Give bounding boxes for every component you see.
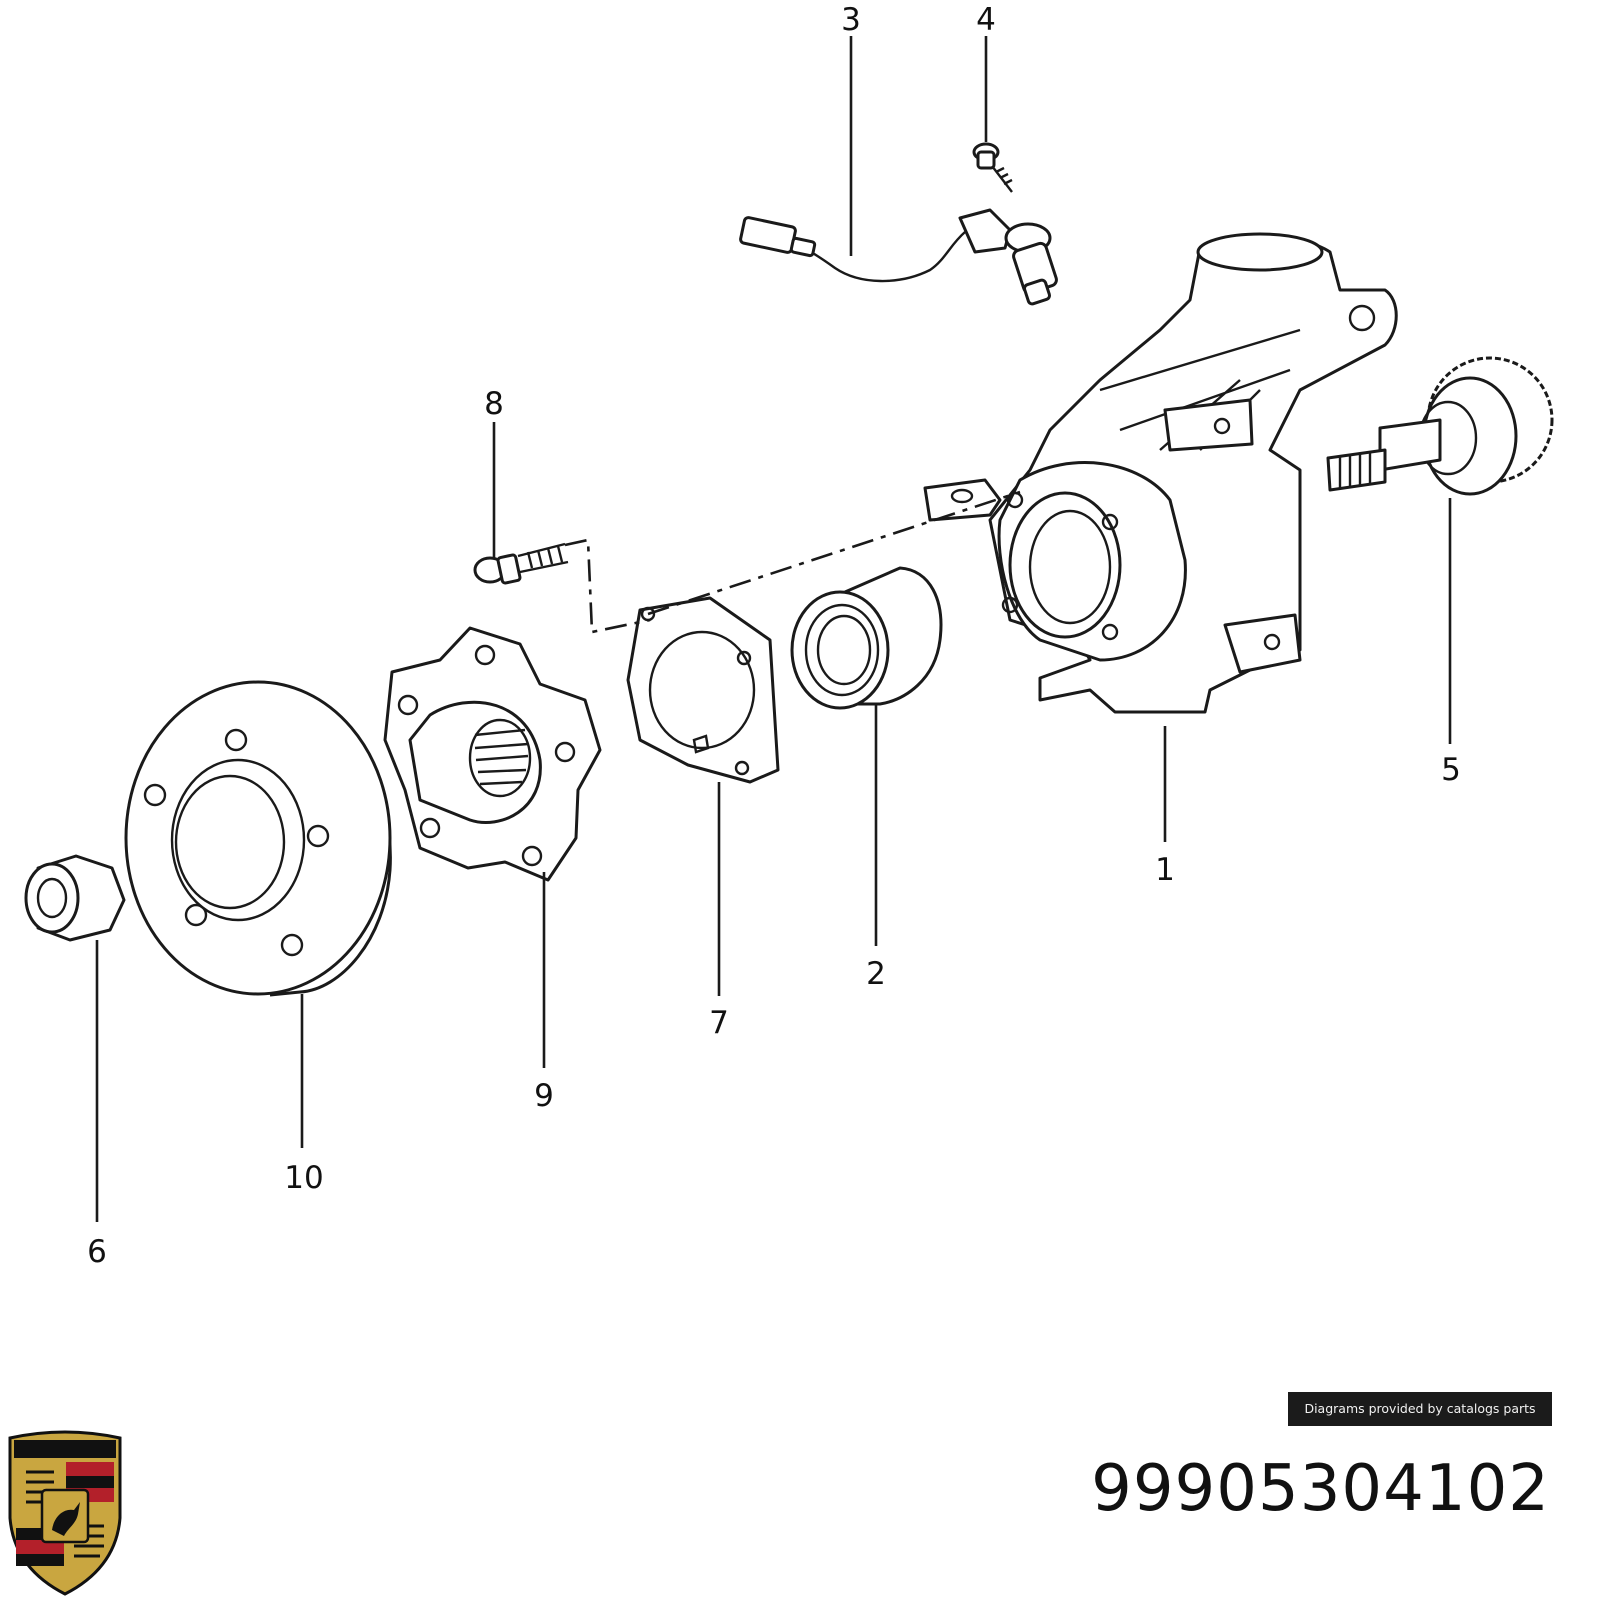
part-6-wheel-nut [24,854,126,942]
part-9-wheel-hub [383,626,602,882]
callout-3: 3 [841,2,861,38]
part-number: 99905304102 [1091,1452,1550,1526]
callout-4: 4 [976,2,996,38]
credit-text: Diagrams provided by catalogs parts [1304,1401,1536,1416]
part-2-wheel-bearing [790,566,943,710]
credit-banner: Diagrams provided by catalogs parts [1288,1392,1552,1426]
callout-10: 10 [284,1160,323,1196]
assembly-axis-line [564,490,1021,634]
callout-2: 2 [866,956,886,992]
part-5-drive-shaft [1326,356,1554,496]
callout-5: 5 [1441,752,1461,788]
part-4-sensor-screw [972,142,1013,193]
callout-1: 1 [1155,852,1175,888]
callout-8: 8 [484,386,504,422]
part-7-cover-plate [626,596,780,784]
part-1-wheel-carrier [923,232,1398,714]
callout-6: 6 [87,1234,107,1270]
part-8-bolt [473,542,569,585]
callout-7: 7 [709,1005,729,1041]
part-10-brake-disc [124,680,392,997]
part-3-speed-sensor [739,208,1058,306]
porsche-crest-logo [8,1430,122,1596]
callout-9: 9 [534,1078,554,1114]
leader-lines [95,36,1452,1222]
